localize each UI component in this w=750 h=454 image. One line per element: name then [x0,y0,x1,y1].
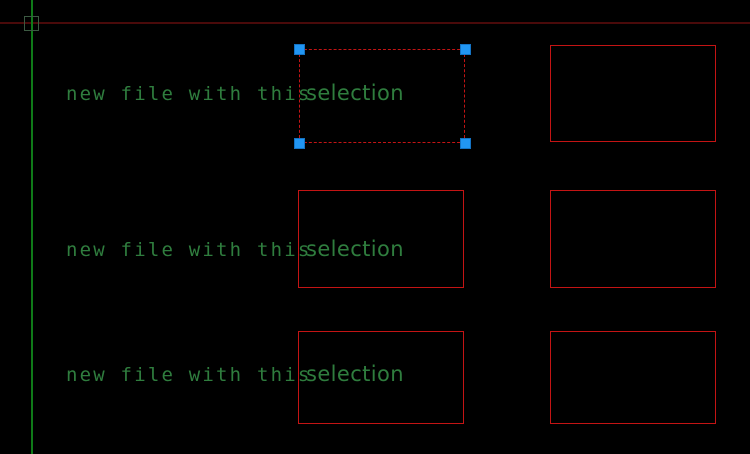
empty-box[interactable] [550,331,716,424]
selection-text[interactable]: selection [306,362,404,386]
handle-bottom-right[interactable] [460,138,471,149]
row-label-text[interactable]: new file with this [66,83,312,105]
handle-top-left[interactable] [294,44,305,55]
selected-text-box[interactable] [299,49,465,143]
horizontal-guide-line[interactable] [0,22,750,24]
handle-bottom-left[interactable] [294,138,305,149]
selection-text[interactable]: selection [306,81,404,105]
row-label-text[interactable]: new file with this [66,239,312,261]
selection-text[interactable]: selection [306,237,404,261]
handle-top-right[interactable] [460,44,471,55]
text-box[interactable] [298,190,464,288]
empty-box[interactable] [550,190,716,288]
text-box[interactable] [298,331,464,424]
origin-handle-icon[interactable] [24,16,39,31]
row-label-text[interactable]: new file with this [66,364,312,386]
empty-box[interactable] [550,45,716,142]
vertical-guide-line[interactable] [31,0,33,454]
